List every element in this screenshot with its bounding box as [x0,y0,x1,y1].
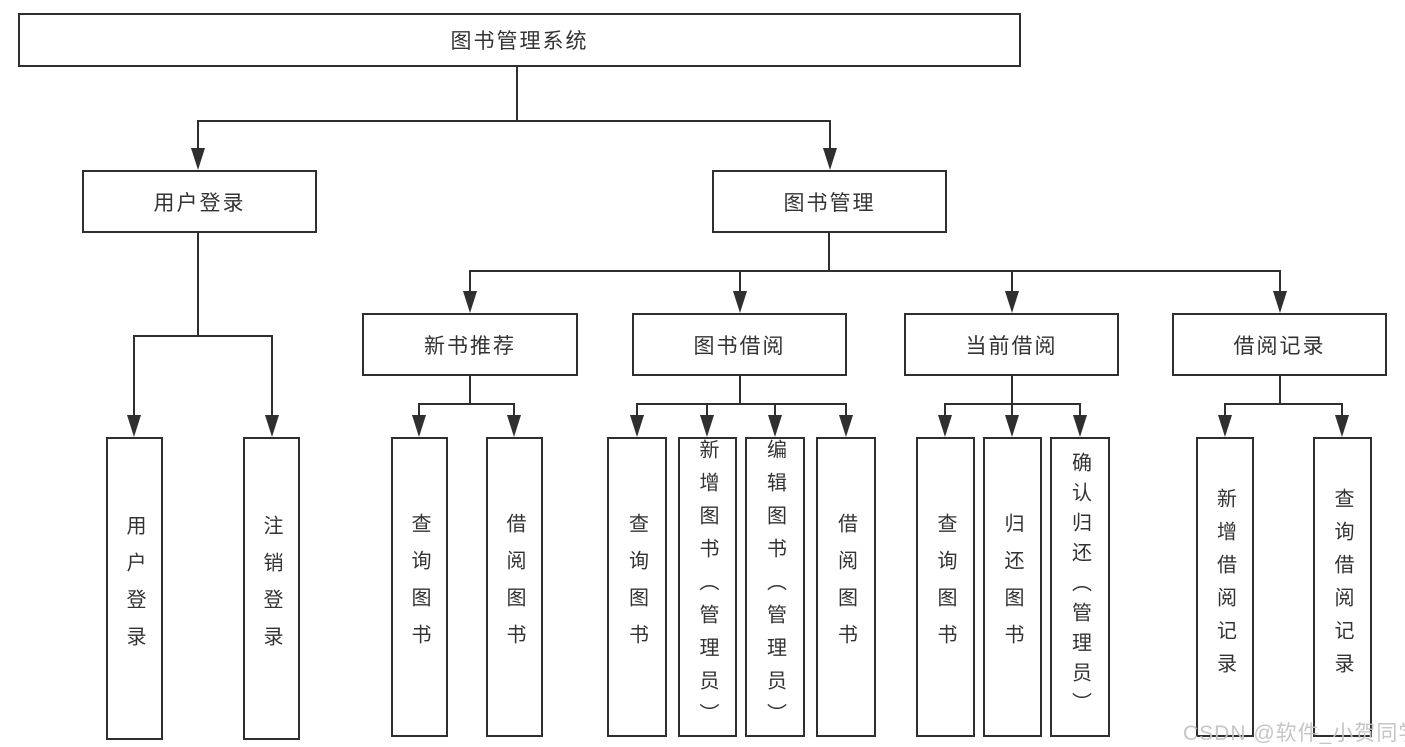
leaf-query-books-borrow: 查询图书 [607,437,667,737]
node-borrow-records: 借阅记录 [1172,313,1387,376]
node-book-management-label: 图书管理 [783,191,876,215]
leaf-confirm-return-admin: 确认归还（管理员） [1050,437,1110,737]
arrow-down-icon [1218,415,1232,437]
connector-line [774,403,776,415]
arrow-down-icon [507,415,521,437]
connector-line [133,335,135,415]
leaf-query-books-recommend-label: 查询图书 [408,513,430,661]
arrow-down-icon [1073,415,1087,437]
leaf-user-login-label: 用户登录 [123,514,145,663]
connector-line [636,403,638,415]
arrow-down-icon [823,148,837,170]
arrow-down-icon [1005,291,1019,313]
leaf-logout-label: 注销登录 [260,514,282,663]
node-book-borrow: 图书借阅 [632,313,847,376]
connector-line [516,67,518,120]
arrow-down-icon [1335,415,1349,437]
arrow-down-icon [839,415,853,437]
connector-line [1011,403,1013,415]
connector-line [271,335,273,415]
arrow-down-icon [1273,291,1287,313]
arrow-down-icon [463,291,477,313]
arrow-down-icon [768,415,782,437]
connector-line [469,270,1281,272]
connector-line [513,403,515,415]
leaf-edit-books-admin-label: 编辑图书（管理员） [763,439,786,736]
connector-line [1224,403,1343,405]
connector-line [469,270,471,291]
arrow-down-icon [191,148,205,170]
arrow-down-icon [1005,415,1019,437]
connector-line [1341,403,1343,415]
leaf-query-books-recommend: 查询图书 [391,437,448,737]
connector-line [1224,403,1226,415]
arrow-down-icon [700,415,714,437]
connector-line [739,376,741,404]
connector-line [706,403,708,415]
node-user-login-label: 用户登录 [153,191,246,215]
node-current-borrow: 当前借阅 [904,313,1119,376]
leaf-borrow-books-label: 借阅图书 [834,513,857,661]
node-library-system-label: 图书管理系统 [450,30,589,53]
arrow-down-icon [630,415,644,437]
connector-line [197,120,199,148]
connector-line [418,403,515,405]
node-borrow-records-label: 借阅记录 [1233,334,1326,358]
connector-line [944,403,946,415]
leaf-edit-books-admin: 编辑图书（管理员） [745,437,805,737]
connector-line [1279,270,1281,291]
connector-line [829,120,831,148]
arrow-down-icon [127,415,141,437]
csdn-watermark: CSDN @软件_小贺同学 [1183,722,1405,745]
connector-line [418,403,420,415]
connector-line [828,233,830,270]
connector-line [1279,376,1281,404]
connector-line [739,270,741,291]
connector-line [133,335,273,337]
connector-line [197,233,199,335]
leaf-logout: 注销登录 [243,437,300,740]
leaf-add-books-admin: 新增图书（管理员） [678,437,737,737]
leaf-return-books-label: 归还图书 [1001,513,1023,661]
leaf-borrow-books-recommend-label: 借阅图书 [503,513,525,661]
leaf-borrow-books: 借阅图书 [816,437,876,737]
connector-line [1011,376,1013,404]
node-new-book-recommend-label: 新书推荐 [424,334,516,358]
leaf-query-books-borrow-label: 查询图书 [625,513,648,661]
connector-line [197,120,831,122]
leaf-add-borrow-record-label: 新增借阅记录 [1213,488,1236,686]
arrow-down-icon [938,415,952,437]
leaf-user-login: 用户登录 [106,437,163,740]
leaf-query-borrow-record: 查询借阅记录 [1313,437,1372,737]
node-book-borrow-label: 图书借阅 [693,334,786,358]
node-current-borrow-label: 当前借阅 [965,334,1058,358]
connector-line [1079,403,1081,415]
leaf-query-books-current-label: 查询图书 [934,513,956,661]
leaf-query-books-current: 查询图书 [916,437,975,737]
leaf-return-books: 归还图书 [983,437,1042,737]
leaf-query-borrow-record-label: 查询借阅记录 [1331,488,1353,686]
arrow-down-icon [733,291,747,313]
connector-line [845,403,847,415]
arrow-down-icon [265,415,279,437]
connector-line [469,376,471,404]
leaf-borrow-books-recommend: 借阅图书 [486,437,543,737]
node-user-login: 用户登录 [82,170,317,233]
leaf-confirm-return-admin-label: 确认归还（管理员） [1068,452,1091,722]
connector-line [636,403,847,405]
connector-line [1011,270,1013,291]
leaf-add-books-admin-label: 新增图书（管理员） [696,439,718,736]
node-new-book-recommend: 新书推荐 [362,313,578,376]
node-book-management: 图书管理 [712,170,947,233]
leaf-add-borrow-record: 新增借阅记录 [1196,437,1254,737]
node-library-system: 图书管理系统 [18,13,1021,67]
arrow-down-icon [412,415,426,437]
